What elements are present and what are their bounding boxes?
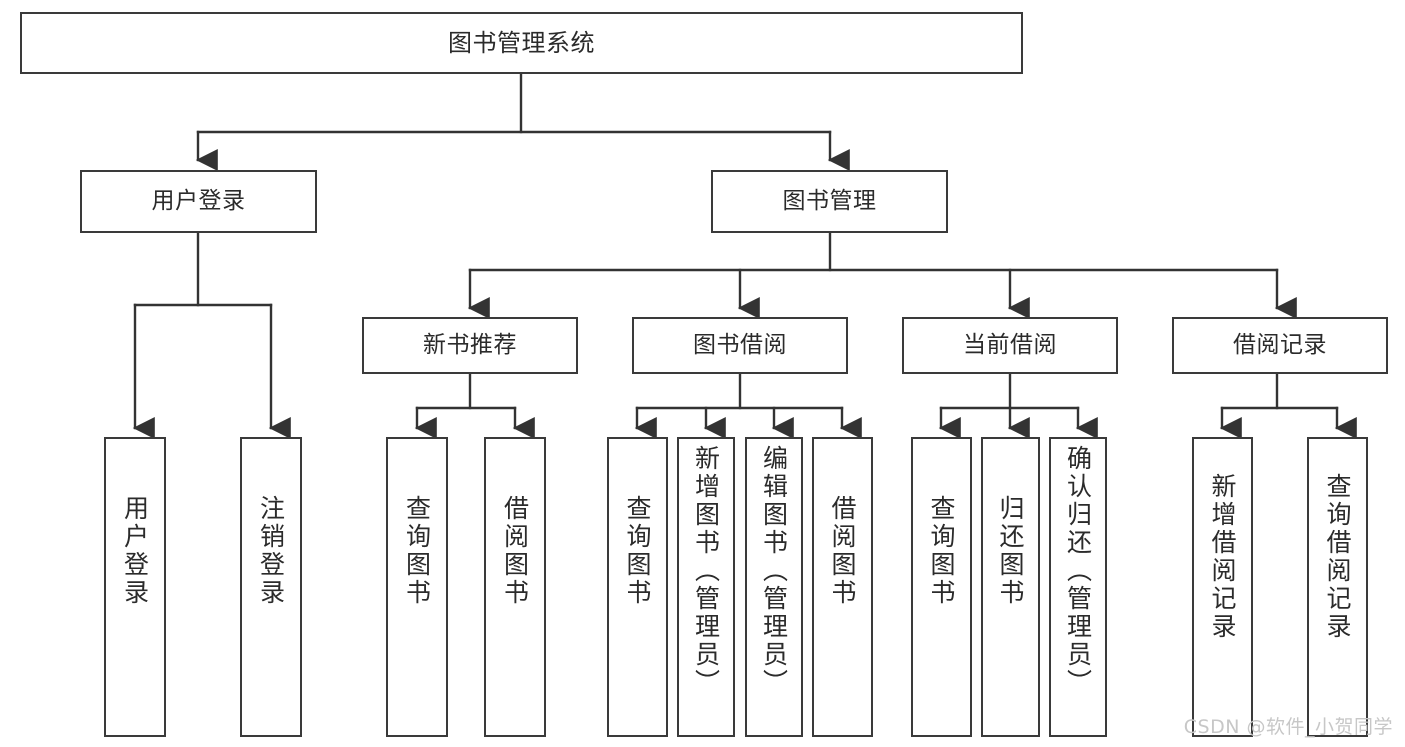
leaf-label: 用户登录 — [120, 495, 150, 607]
leaf-book-borrow-query-book[interactable]: 查询图书 — [607, 437, 668, 737]
leaf-book-borrow-borrow-book[interactable]: 借阅图书 — [812, 437, 873, 737]
leaf-label: 确认归还（管理员） — [1063, 445, 1093, 697]
node-label: 借阅记录 — [1233, 331, 1327, 358]
node-borrow-record[interactable]: 借阅记录 — [1172, 317, 1388, 374]
leaf-label: 新增图书（管理员） — [691, 445, 721, 697]
leaf-new-book-borrow-book[interactable]: 借阅图书 — [484, 437, 546, 737]
leaf-label: 查询图书 — [402, 495, 432, 607]
leaf-label: 借阅图书 — [500, 495, 530, 607]
leaf-current-borrow-query-book[interactable]: 查询图书 — [911, 437, 972, 737]
leaf-current-borrow-confirm-return-admin[interactable]: 确认归还（管理员） — [1049, 437, 1107, 737]
leaf-label: 注销登录 — [256, 495, 286, 607]
node-root-book-management-system[interactable]: 图书管理系统 — [20, 12, 1023, 74]
leaf-label: 归还图书 — [996, 495, 1025, 607]
leaf-borrow-record-add-record[interactable]: 新增借阅记录 — [1192, 437, 1253, 737]
node-user-login[interactable]: 用户登录 — [80, 170, 317, 233]
node-new-book-recommendation[interactable]: 新书推荐 — [362, 317, 578, 374]
leaf-label: 借阅图书 — [828, 495, 857, 607]
leaf-current-borrow-return-book[interactable]: 归还图书 — [981, 437, 1040, 737]
leaf-user-login-logout[interactable]: 注销登录 — [240, 437, 302, 737]
node-book-management[interactable]: 图书管理 — [711, 170, 948, 233]
node-label: 图书管理 — [782, 187, 877, 214]
leaf-label: 新增借阅记录 — [1208, 473, 1237, 641]
leaf-book-borrow-edit-book-admin[interactable]: 编辑图书（管理员） — [745, 437, 803, 737]
leaf-book-borrow-add-book-admin[interactable]: 新增图书（管理员） — [677, 437, 735, 737]
leaf-label: 查询借阅记录 — [1323, 473, 1352, 641]
leaf-new-book-query-book[interactable]: 查询图书 — [386, 437, 448, 737]
node-current-borrow[interactable]: 当前借阅 — [902, 317, 1118, 374]
node-label: 图书管理系统 — [448, 28, 595, 57]
leaf-label: 编辑图书（管理员） — [759, 445, 789, 697]
node-label: 当前借阅 — [963, 331, 1057, 358]
watermark-text: CSDN @软件_小贺同学 — [1183, 716, 1393, 738]
leaf-user-login-login[interactable]: 用户登录 — [104, 437, 166, 737]
node-label: 用户登录 — [151, 187, 246, 214]
node-book-borrow[interactable]: 图书借阅 — [632, 317, 848, 374]
leaf-label: 查询图书 — [623, 495, 652, 607]
node-label: 图书借阅 — [693, 331, 787, 358]
leaf-label: 查询图书 — [927, 495, 956, 607]
leaf-borrow-record-query-record[interactable]: 查询借阅记录 — [1307, 437, 1368, 737]
node-label: 新书推荐 — [423, 331, 517, 358]
